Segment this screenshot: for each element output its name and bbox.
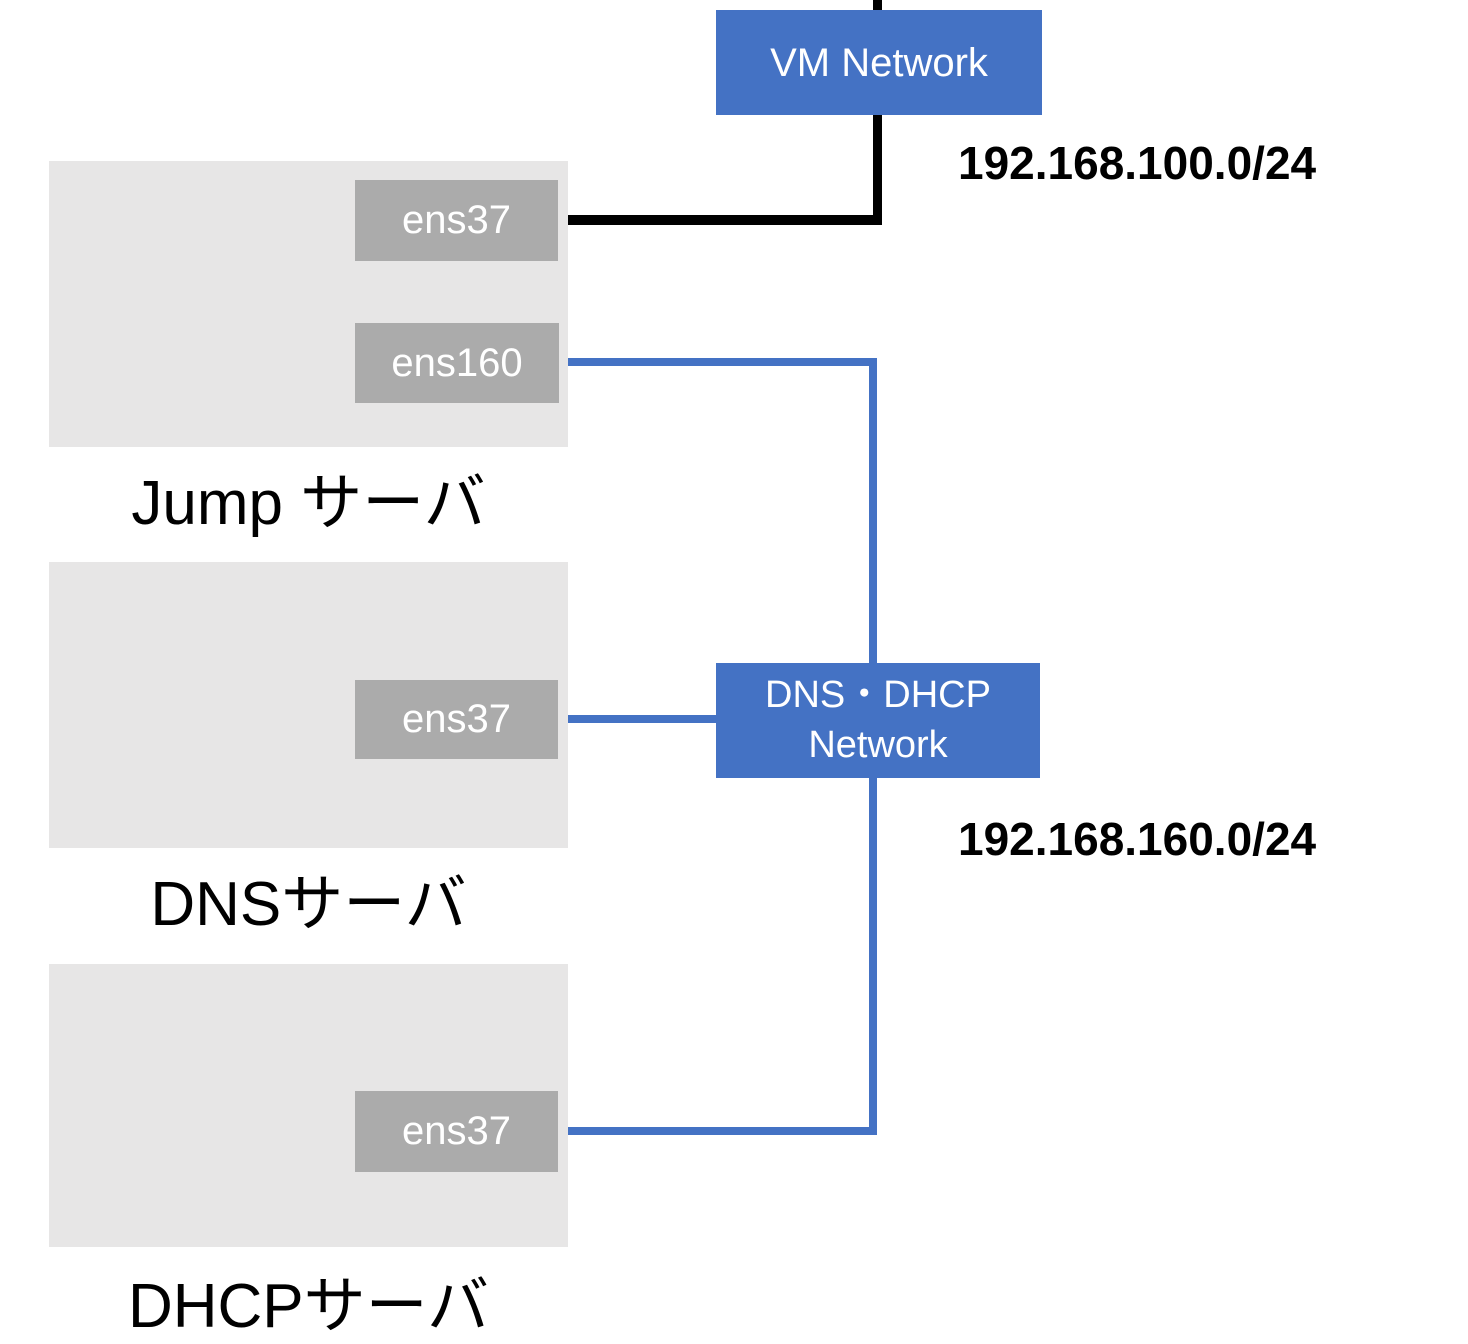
vm-network-trunk-line-horizontal bbox=[556, 215, 882, 225]
dns-interface-ens37-label: ens37 bbox=[402, 697, 511, 741]
dhcp-interface-ens37-box: ens37 bbox=[355, 1091, 558, 1172]
dns-dhcp-network-box: DNS・DHCP Network bbox=[716, 663, 1040, 778]
jump-interface-ens37-box: ens37 bbox=[355, 180, 558, 261]
dhcp-interface-ens37-label: ens37 bbox=[402, 1109, 511, 1153]
dns-server-label: DNSサーバ bbox=[150, 870, 467, 939]
jump-ens160-link-line bbox=[558, 358, 877, 366]
jump-interface-ens160-label: ens160 bbox=[391, 340, 523, 385]
vm-network-label: VM Network bbox=[770, 40, 988, 85]
vm-network-subnet-label: 192.168.100.0/24 bbox=[958, 137, 1317, 189]
vm-network-box: VM Network bbox=[716, 10, 1042, 115]
dns-ens37-link-line bbox=[558, 715, 718, 723]
dns-dhcp-network-label-line2: Network bbox=[808, 723, 948, 766]
dns-dhcp-network-label-line1: DNS・DHCP bbox=[765, 674, 991, 717]
dns-interface-ens37-box: ens37 bbox=[355, 680, 558, 759]
dhcp-ens37-link-line bbox=[558, 1127, 877, 1135]
jump-interface-ens37-label: ens37 bbox=[402, 198, 511, 242]
dhcp-server-label: DHCPサーバ bbox=[127, 1272, 490, 1341]
jump-server-label: Jump サーバ bbox=[131, 469, 486, 538]
jump-interface-ens160-box: ens160 bbox=[355, 323, 559, 403]
dns-dhcp-network-subnet-label: 192.168.160.0/24 bbox=[958, 813, 1317, 865]
